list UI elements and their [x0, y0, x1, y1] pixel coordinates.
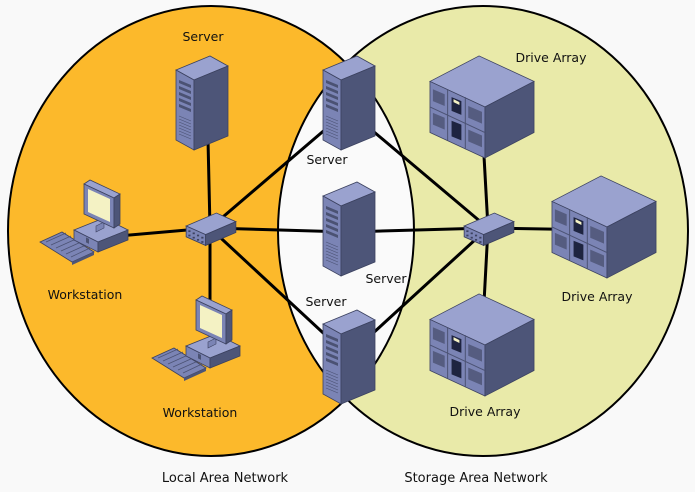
label-srv-mid: Server	[366, 271, 408, 286]
label-ws2: Workstation	[163, 405, 238, 420]
zone-title-lan: Local Area Network	[162, 471, 289, 486]
label-da-right: Drive Array	[562, 289, 634, 304]
server-icon-srv-mid	[322, 181, 376, 277]
label-da-top: Drive Array	[516, 50, 588, 65]
label-srv-top: Server	[307, 152, 349, 167]
server-icon-srv-top	[322, 55, 376, 151]
label-srv-bot: Server	[306, 294, 348, 309]
label-lan-server: Server	[183, 29, 225, 44]
label-ws1: Workstation	[48, 287, 123, 302]
zone-title-san: Storage Area Network	[404, 471, 548, 486]
server-icon-lan-server	[175, 55, 229, 151]
overlap-zone	[278, 6, 414, 456]
label-da-bot: Drive Array	[450, 404, 522, 419]
server-icon-srv-bot	[322, 309, 376, 405]
connection-lan-switch-lan-server	[206, 138, 212, 230]
